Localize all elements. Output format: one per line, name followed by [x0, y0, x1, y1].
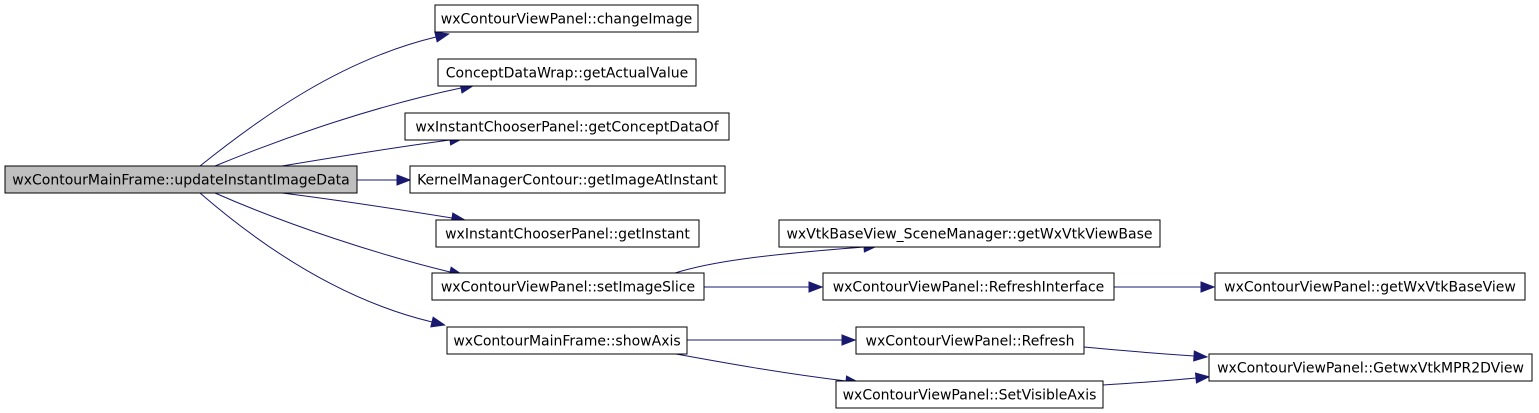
- edge-root-to-n3: [281, 139, 451, 167]
- node-label: wxContourViewPanel::getWxVtkBaseView: [1224, 280, 1516, 296]
- node-label: wxContourViewPanel::SetVisibleAxis: [843, 388, 1097, 404]
- graph-nodes: wxContourMainFrame::updateInstantImageDa…: [4, 4, 1533, 409]
- node-label: wxContourViewPanel::Refresh: [866, 334, 1075, 350]
- arrowhead-n11: [841, 334, 857, 346]
- edge-root-to-n2: [214, 87, 462, 167]
- edge-root-to-n5: [281, 192, 453, 219]
- arrowhead-n7: [430, 316, 446, 328]
- graph-node[interactable]: wxInstantChooserPanel::getConceptDataOf: [404, 112, 730, 141]
- node-box[interactable]: [434, 4, 699, 33]
- graph-node[interactable]: wxContourViewPanel::Refresh: [855, 326, 1085, 355]
- edge-root-to-n1: [199, 36, 437, 167]
- node-box[interactable]: [446, 326, 688, 355]
- node-label: ConceptDataWrap::getActualValue: [446, 66, 689, 82]
- node-box[interactable]: [4, 165, 358, 194]
- arrowhead-n1: [434, 31, 450, 43]
- edge-root-to-n7: [199, 192, 433, 323]
- node-label: wxContourViewPanel::GetwxVtkMPR2DView: [1217, 361, 1524, 377]
- node-box[interactable]: [822, 272, 1115, 301]
- node-label: wxContourViewPanel::RefreshInterface: [833, 280, 1105, 296]
- graph-node[interactable]: wxVtkBaseView_SceneManager::getWxVtkView…: [778, 219, 1161, 248]
- edge-root-to-n6: [214, 192, 451, 273]
- node-label: KernelManagerContour::getImageAtInstant: [417, 173, 718, 189]
- node-box[interactable]: [437, 58, 697, 87]
- node-label: wxInstantChooserPanel::getConceptDataOf: [415, 120, 719, 136]
- node-box[interactable]: [435, 219, 700, 248]
- root-node[interactable]: wxContourMainFrame::updateInstantImageDa…: [4, 165, 358, 194]
- node-box[interactable]: [431, 272, 705, 301]
- graph-node[interactable]: wxInstantChooserPanel::getInstant: [435, 219, 700, 248]
- node-box[interactable]: [1208, 353, 1533, 382]
- node-label: wxVtkBaseView_SceneManager::getWxVtkView…: [786, 227, 1152, 243]
- graph-node[interactable]: wxContourViewPanel::GetwxVtkMPR2DView: [1208, 353, 1533, 382]
- arrowhead-n10: [1200, 281, 1216, 293]
- node-box[interactable]: [835, 380, 1104, 409]
- edge-n6-to-n8: [674, 246, 865, 274]
- graph-node[interactable]: wxContourViewPanel::setImageSlice: [431, 272, 705, 301]
- node-box[interactable]: [778, 219, 1161, 248]
- node-label: wxContourMainFrame::updateInstantImageDa…: [12, 173, 349, 189]
- edge-n7-to-n12: [675, 353, 847, 382]
- arrowhead-n4: [396, 174, 412, 186]
- graph-node[interactable]: wxContourViewPanel::changeImage: [434, 4, 699, 33]
- graph-node[interactable]: wxContourViewPanel::getWxVtkBaseView: [1214, 272, 1526, 301]
- arrowhead-n13: [1193, 350, 1209, 362]
- node-label: wxInstantChooserPanel::getInstant: [445, 227, 690, 243]
- arrowhead-n9: [808, 281, 824, 293]
- graph-node[interactable]: KernelManagerContour::getImageAtInstant: [409, 165, 726, 194]
- node-box[interactable]: [1214, 272, 1526, 301]
- edge-n12-to-n13: [1102, 377, 1197, 386]
- node-box[interactable]: [855, 326, 1085, 355]
- arrowhead-n13: [1194, 372, 1211, 384]
- graph-node[interactable]: ConceptDataWrap::getActualValue: [437, 58, 697, 87]
- node-label: wxContourViewPanel::setImageSlice: [441, 280, 695, 296]
- graph-node[interactable]: wxContourMainFrame::showAxis: [446, 326, 688, 355]
- node-label: wxContourViewPanel::changeImage: [441, 12, 692, 28]
- node-box[interactable]: [404, 112, 730, 141]
- edge-n11-to-n13: [1083, 346, 1195, 357]
- graph-node[interactable]: wxContourViewPanel::RefreshInterface: [822, 272, 1115, 301]
- node-box[interactable]: [409, 165, 726, 194]
- node-label: wxContourMainFrame::showAxis: [453, 334, 680, 350]
- graph-node[interactable]: wxContourViewPanel::SetVisibleAxis: [835, 380, 1104, 409]
